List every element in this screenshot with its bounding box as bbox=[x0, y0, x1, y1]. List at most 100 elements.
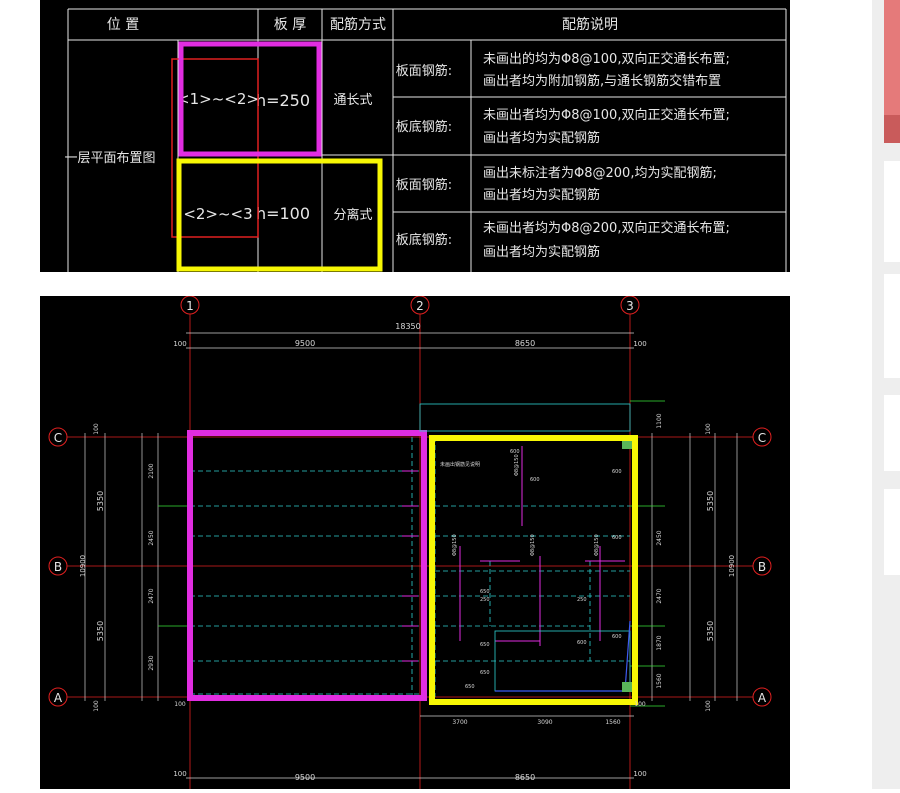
magenta-highlight-region bbox=[187, 430, 427, 701]
row2-item2-line1: 未画出者均为Φ8@200,双向正交通长布置; bbox=[483, 220, 730, 236]
dim-left-seg2: 2450 bbox=[148, 530, 155, 545]
red-highlight-box bbox=[171, 58, 259, 238]
right-sidebar bbox=[872, 0, 900, 789]
row1-method: 通长式 bbox=[333, 93, 372, 108]
dim-right-top-offset: 100 bbox=[705, 423, 712, 435]
dim-top-left-offset: 100 bbox=[173, 340, 186, 348]
header-thickness: 板 厚 bbox=[274, 17, 306, 33]
dim-bottom-offset-right: 100 bbox=[634, 701, 646, 708]
dim-right-seg4: 1870 bbox=[656, 635, 663, 650]
row1-item1-line1: 未画出的均为Φ8@100,双向正交通长布置; bbox=[483, 51, 730, 67]
left-green-ticks bbox=[158, 505, 190, 627]
row2-thickness: h=100 bbox=[256, 204, 310, 223]
reinforcement-table-image: 位 置 板 厚 配筋方式 配筋说明 一层平面布置图 <1>~<2> h=250 … bbox=[40, 0, 790, 272]
row1-thickness: h=250 bbox=[256, 91, 310, 110]
row2-item1-label: 板面钢筋: bbox=[396, 177, 452, 193]
rebar-label-4: Φ8@150 bbox=[594, 534, 600, 556]
note-650-a: 650 bbox=[480, 589, 490, 595]
dim-bottom-sub1: 3700 bbox=[452, 719, 467, 726]
note-250-b: 250 bbox=[577, 597, 587, 603]
rebar-label-2: Φ8@150 bbox=[452, 534, 458, 556]
note-600-a: 600 bbox=[510, 449, 520, 455]
row2-position: <2>~<3 bbox=[183, 205, 252, 223]
dim-right-seg5: 1560 bbox=[656, 673, 663, 688]
sidebar-card-4[interactable] bbox=[884, 489, 900, 575]
axis-label-c-right: C bbox=[758, 431, 766, 445]
dim-left-top-offset: 100 bbox=[93, 423, 100, 435]
floor-plan-svg: 1 2 3 18350 100 9500 8650 100 bbox=[48, 295, 772, 789]
small-note-label: 未画出钢筋见说明 bbox=[440, 461, 480, 468]
sidebar-card-3[interactable] bbox=[884, 395, 900, 471]
header-position: 位 置 bbox=[107, 17, 139, 33]
floor-plan-image: 1 2 3 18350 100 9500 8650 100 bbox=[40, 295, 790, 789]
yellow-highlight-region bbox=[429, 435, 638, 705]
dim-left-seg3: 2470 bbox=[148, 588, 155, 603]
dim-left-lower: 5350 bbox=[96, 621, 105, 641]
note-250-a: 250 bbox=[480, 597, 490, 603]
axis-label-b-left: B bbox=[54, 560, 62, 574]
dim-bottom-left-offset: 100 bbox=[173, 770, 186, 778]
axis-label-a-left: A bbox=[54, 691, 63, 705]
sidebar-banner-highlight bbox=[884, 0, 900, 115]
row2-item2-label: 板底钢筋: bbox=[396, 232, 452, 248]
sidebar-card-1[interactable] bbox=[884, 161, 900, 262]
location-label: 一层平面布置图 bbox=[64, 151, 155, 166]
dim-right-upper: 5350 bbox=[706, 491, 715, 511]
dim-top-span2: 8650 bbox=[515, 339, 535, 348]
dim-left-seg1: 2100 bbox=[148, 463, 155, 478]
dim-right-seg2: 2450 bbox=[656, 530, 663, 545]
dim-left-upper: 5350 bbox=[96, 491, 105, 511]
row2-item2-line2: 画出者均为实配钢筋 bbox=[483, 244, 600, 260]
dim-right-bottom-offset: 100 bbox=[705, 700, 712, 712]
axis-label-a-right: A bbox=[758, 691, 767, 705]
vertical-axis-lines bbox=[189, 314, 631, 789]
axis-bubbles-side bbox=[48, 427, 772, 707]
row1-item1-line2: 画出者均为附加钢筋,与通长钢筋交错布置 bbox=[483, 73, 721, 89]
right-slab-rebar bbox=[459, 446, 625, 646]
row2-item1-line1: 画出未标注者为Φ8@200,均为实配钢筋; bbox=[483, 165, 717, 181]
note-600-c: 600 bbox=[612, 535, 622, 541]
axis-label-1: 1 bbox=[186, 299, 194, 313]
right-dimension-lines bbox=[651, 433, 738, 701]
bottom-sub-dimension-line bbox=[186, 715, 634, 779]
dim-bottom-sub2: 3090 bbox=[537, 719, 552, 726]
left-slab-rebar-dashes bbox=[190, 437, 425, 697]
sidebar-card-2[interactable] bbox=[884, 274, 900, 378]
dim-left-seg4: 2930 bbox=[148, 655, 155, 670]
right-slab-cyan-dashes bbox=[434, 437, 630, 697]
horizontal-axis-lines bbox=[67, 436, 753, 698]
row1-item2-label: 板底钢筋: bbox=[396, 119, 452, 135]
axis-label-c-left: C bbox=[54, 431, 62, 445]
dim-left-total: 10900 bbox=[79, 555, 87, 577]
dim-right-total: 10900 bbox=[728, 555, 736, 577]
row1-item2-line1: 未画出者均为Φ8@100,双向正交通长布置; bbox=[483, 107, 730, 123]
dim-left-bottom-offset: 100 bbox=[93, 700, 100, 712]
top-dimension-lines bbox=[186, 332, 634, 349]
axis-bubbles-top bbox=[180, 295, 640, 315]
left-margin bbox=[0, 0, 20, 789]
dim-bottom-sub3: 1560 bbox=[605, 719, 620, 726]
dim-top-right-offset: 100 bbox=[633, 340, 646, 348]
dim-top-span1: 9500 bbox=[295, 339, 315, 348]
note-600-f: 600 bbox=[612, 634, 622, 640]
note-650-b: 650 bbox=[480, 642, 490, 648]
corner-marker-top bbox=[622, 439, 632, 449]
row1-item2-line2: 画出者均为实配钢筋 bbox=[483, 130, 600, 146]
dim-top-total: 18350 bbox=[395, 322, 420, 331]
dim-bottom-offset-left: 100 bbox=[174, 701, 186, 708]
dim-right-lower: 5350 bbox=[706, 621, 715, 641]
note-650-d: 650 bbox=[465, 684, 475, 690]
dim-right-seg1: 1100 bbox=[656, 413, 663, 428]
note-600-b: 600 bbox=[612, 469, 622, 475]
axis-label-3: 3 bbox=[626, 299, 634, 313]
rebar-label-3: Φ8@150 bbox=[530, 534, 536, 556]
rebar-label-1: Φ8@150 bbox=[514, 454, 520, 476]
dim-bottom-span1: 9500 bbox=[295, 773, 315, 782]
header-description: 配筋说明 bbox=[562, 16, 618, 33]
top-cyan-box bbox=[419, 403, 631, 432]
dim-bottom-span2: 8650 bbox=[515, 773, 535, 782]
dim-bottom-right-offset: 100 bbox=[633, 770, 646, 778]
yellow-highlight-box bbox=[176, 158, 383, 272]
row1-item1-label: 板面钢筋: bbox=[396, 63, 452, 79]
header-method: 配筋方式 bbox=[330, 16, 386, 33]
